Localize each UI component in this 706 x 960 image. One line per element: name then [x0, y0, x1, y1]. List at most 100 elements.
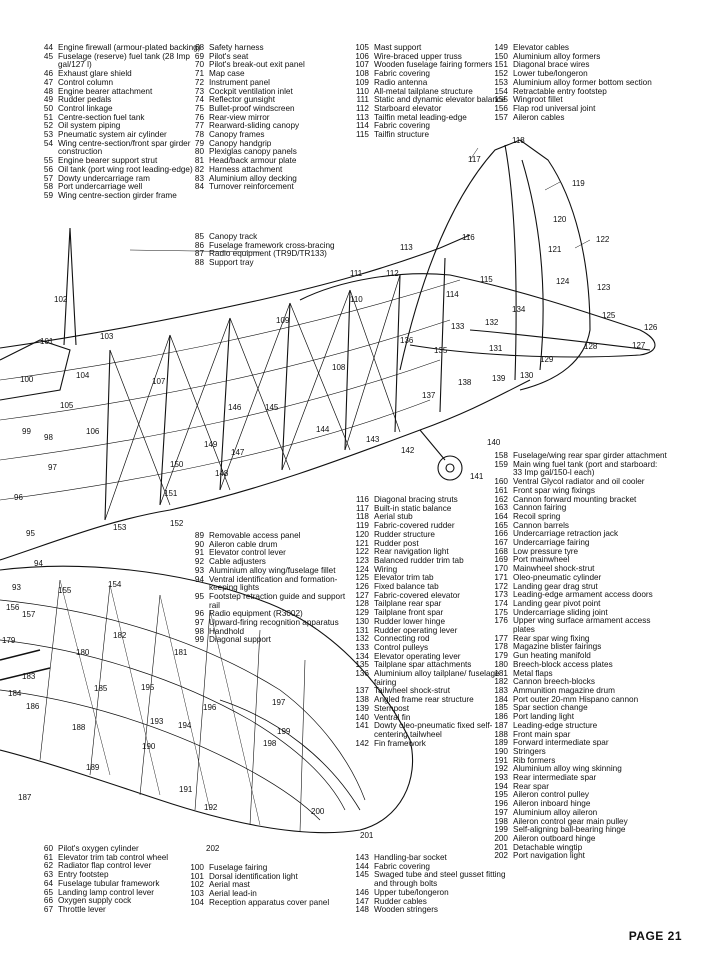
- legend-item-number: 63: [43, 870, 53, 880]
- callout-label: 145: [265, 403, 279, 412]
- legend-item-text: Pilot's oxygen cylinder: [58, 844, 139, 853]
- legend-item-text: Rearward-sliding canopy: [209, 121, 300, 131]
- legend-item-number: 105: [355, 43, 369, 52]
- legend-item-number: 199: [494, 825, 508, 835]
- legend-item-text: Rear-view mirror: [209, 112, 270, 122]
- legend-item-number: 163: [494, 503, 508, 513]
- legend-item-number: 139: [355, 703, 369, 713]
- legend-item-number: 153: [494, 77, 508, 87]
- callout-label: 95: [26, 529, 35, 538]
- legend-item-text: Fabric covering: [374, 861, 430, 871]
- legend-item-number: 51: [43, 112, 53, 122]
- legend-item-number: 129: [355, 608, 369, 618]
- callout-label: 187: [18, 793, 32, 802]
- legend-item-text: Rudder post: [374, 538, 419, 548]
- callout-label: 101: [40, 337, 54, 346]
- callout-label: 128: [584, 342, 598, 351]
- legend-item-number: 122: [355, 547, 369, 557]
- page-number: PAGE 21: [628, 929, 682, 943]
- legend-item-number: 144: [355, 861, 369, 871]
- legend-item-text: Undercarriage sliding joint: [513, 607, 608, 617]
- legend-item-text: Aluminium alloy wing skinning: [513, 764, 622, 774]
- legend-item-number: 117: [355, 503, 369, 513]
- legend-item-text: Rudder structure: [374, 529, 435, 539]
- legend-item-text: Elevator trim tab control wheel: [58, 852, 169, 862]
- legend-item-number: 91: [194, 548, 204, 558]
- legend-item-text: Wing centre-section girder frame: [58, 190, 177, 200]
- legend-item-text: Cannon forward mounting bracket: [513, 494, 637, 504]
- legend-item-number: 90: [194, 539, 204, 549]
- legend-item-number: 175: [494, 607, 508, 617]
- callout-label: 106: [86, 427, 100, 436]
- legend-item-text: Centre-section fuel tank: [58, 112, 145, 122]
- legend-item-number: 132: [355, 634, 369, 644]
- legend-item-number: 133: [355, 642, 369, 652]
- legend-item-text: Fabric-covered elevator: [374, 590, 461, 600]
- legend-item-text: Wire-braced upper truss: [374, 51, 462, 61]
- legend-item-text: Ventral fin: [374, 712, 411, 722]
- legend-item-text: Oil tank (port wing root leading-edge): [58, 164, 193, 174]
- legend-item-number: 158: [494, 451, 508, 460]
- legend-item-number: 189: [494, 738, 508, 748]
- callout-label: 102: [54, 295, 68, 304]
- callout-label: 193: [150, 717, 164, 726]
- legend-item-text: Exhaust glare shield: [58, 69, 132, 79]
- legend-item-text: Rudder lower hinge: [374, 616, 446, 626]
- legend-item-number: 200: [494, 833, 508, 843]
- callout-label: 104: [76, 371, 90, 380]
- legend-item-text: Aileron cables: [513, 112, 565, 122]
- callout-label: 195: [141, 683, 155, 692]
- legend-item-number: 179: [494, 651, 508, 661]
- callout-label: 148: [215, 469, 229, 478]
- legend-item-text: Fuselage tubular framework: [58, 878, 160, 888]
- legend-item-text: Aluminium alloy wing/fuselage fillet: [209, 565, 336, 575]
- callout-label: 112: [386, 269, 399, 278]
- callout-label: 124: [556, 277, 570, 286]
- callout-label: 105: [60, 401, 74, 410]
- callout-label: 185: [94, 684, 108, 693]
- legend-item-text: Detachable wingtip: [513, 842, 583, 852]
- legend-item-text: Aerial stub: [374, 512, 413, 522]
- legend-item-text: Wooden fuselage fairing formers: [374, 60, 493, 70]
- callout-label: 156: [6, 603, 20, 612]
- legend-item-text: Wiring: [374, 564, 398, 574]
- callout-label: 123: [597, 283, 611, 292]
- legend-item-number: 119: [355, 521, 369, 531]
- legend-item-text: Aileron control gear main pulley: [513, 816, 628, 826]
- callout-label: 135: [434, 346, 448, 355]
- legend-item-text: Pneumatic system air cylinder: [58, 130, 167, 140]
- legend-item-text: Canopy track: [209, 232, 258, 241]
- callout-label: 134: [512, 305, 526, 314]
- callout-label: 183: [22, 672, 36, 681]
- callout-label: 110: [350, 295, 363, 304]
- callout-label: 136: [400, 336, 414, 345]
- legend-item-text: Handling-bar socket: [374, 853, 447, 862]
- legend-item-number: 149: [494, 43, 508, 52]
- legend-item-number: 130: [355, 616, 369, 626]
